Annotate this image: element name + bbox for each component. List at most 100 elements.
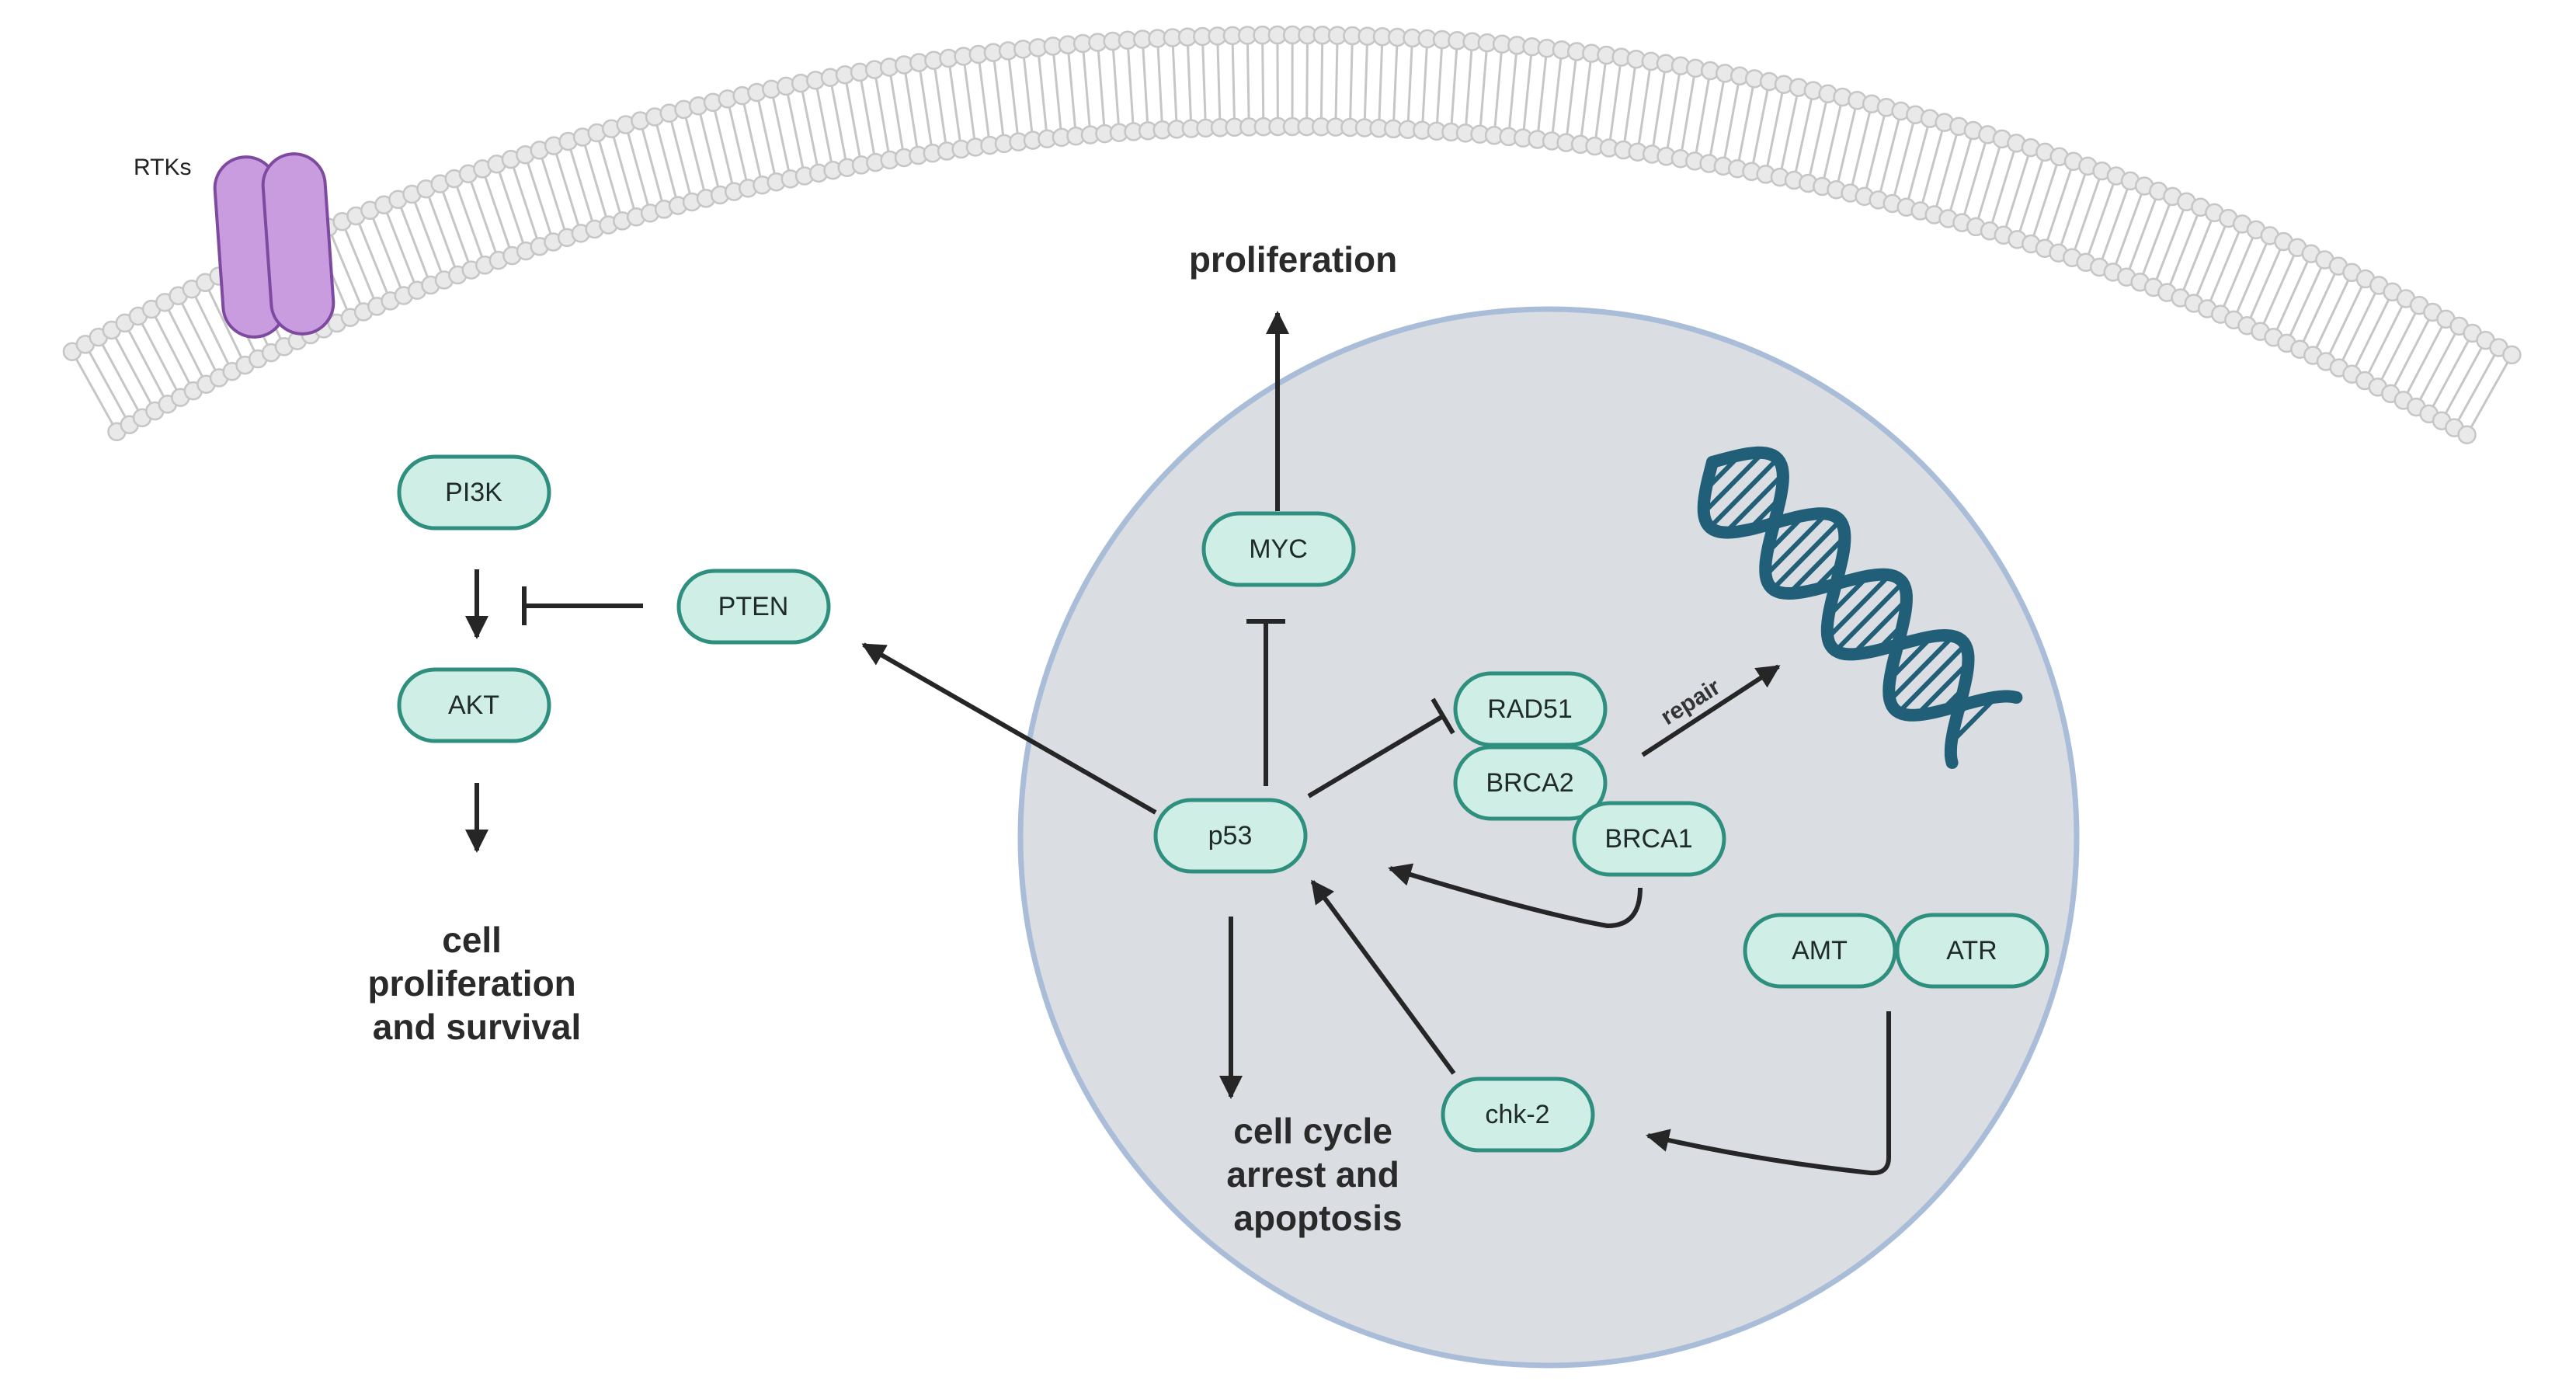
lipid-tail: [1580, 53, 1593, 139]
node-brca2-label: BRCA2: [1486, 768, 1573, 798]
lipid-tail: [962, 56, 976, 141]
lipid-tail: [2046, 161, 2075, 243]
node-pten: PTEN: [676, 569, 831, 645]
lipid-tail: [1623, 58, 1638, 144]
lipid-tail: [1261, 35, 1265, 121]
lipid-tail: [2301, 265, 2340, 345]
lipid-tail: [977, 54, 990, 140]
lipid-tail: [1421, 38, 1429, 124]
lipid-tail: [2127, 190, 2160, 272]
node-chk2-label: chk-2: [1485, 1100, 1549, 1129]
lipid-tail: [1141, 39, 1149, 125]
lipid-tail: [770, 89, 791, 173]
lipid-tail: [1907, 118, 1931, 202]
lipid-tail: [1808, 93, 1830, 178]
lipid-tail: [873, 69, 890, 155]
lipid-tail: [97, 336, 141, 413]
lipid-tail: [2456, 346, 2500, 423]
lipid-tail: [190, 288, 231, 367]
lipid-tail: [1935, 126, 1960, 210]
node-akt-label: AKT: [448, 691, 499, 720]
dna-strand: [1706, 446, 2023, 722]
lipid-tail: [1435, 39, 1444, 125]
lipid-tail: [2314, 272, 2353, 350]
lipid-tail: [1066, 44, 1077, 130]
outcome-survival-line-3: and survival: [373, 1007, 581, 1047]
lipid-tail: [1021, 49, 1034, 134]
lipid-tail: [2235, 235, 2272, 315]
lipid-tail: [1378, 37, 1384, 123]
lipid-tail: [1096, 42, 1106, 128]
lipid-tail: [1493, 43, 1504, 130]
lipid-tail: [411, 193, 443, 275]
lipid-tail: [784, 85, 805, 170]
lipid-tail: [638, 120, 664, 204]
lipid-tail: [2469, 354, 2513, 430]
node-myc-label: MYC: [1249, 534, 1308, 564]
lipid-tail: [2366, 297, 2407, 376]
lipid-tail: [2032, 156, 2061, 238]
lipid-tail: [1479, 43, 1489, 128]
lipid-tail: [1551, 50, 1563, 135]
lipid-tail: [369, 210, 403, 290]
outcome-arrest-line-2: arrest and: [1226, 1154, 1399, 1195]
dna-base-pair: [1851, 598, 1909, 656]
lipid-tail: [177, 295, 217, 373]
lipid-tail: [2018, 151, 2046, 235]
lipid-tail: [110, 329, 153, 406]
edge-p53-pten: [861, 642, 1157, 815]
rtk-receptor: RTKs: [134, 152, 335, 339]
lipid-tail: [2114, 185, 2146, 267]
lipid-head: [2457, 425, 2477, 444]
lipid-tail: [1156, 38, 1163, 124]
lipid-tail: [1695, 70, 1712, 155]
lipid-tail: [932, 60, 947, 145]
node-pten-label: PTEN: [718, 592, 789, 621]
lipid-tail: [1879, 110, 1903, 194]
lipid-tail: [1126, 40, 1135, 126]
lipid-tail: [799, 82, 819, 168]
dna-base-pair: [1708, 457, 1780, 530]
lipid-tail: [755, 92, 777, 176]
lipid-tail: [1186, 37, 1193, 123]
lipid-tail: [467, 173, 498, 256]
lipid-tail: [150, 308, 192, 386]
lipid-tail: [2208, 223, 2244, 304]
rtks-label: RTKs: [134, 155, 191, 180]
lipid-tail: [425, 188, 457, 270]
lipid-tail: [1949, 130, 1975, 214]
lipid-tail: [1363, 36, 1369, 122]
outcome-survival-line-1: cell: [442, 920, 502, 960]
lipid-tail: [163, 301, 205, 380]
lipid-tail: [1349, 35, 1354, 122]
dna-double-helix-icon: [1697, 446, 2023, 769]
node-p53-label: p53: [1208, 821, 1253, 851]
dna-base-pair: [1826, 573, 1892, 640]
lipid-tail: [382, 204, 416, 285]
lipid-tail: [2087, 175, 2118, 257]
lipid-tail: [843, 75, 862, 159]
lipid-tail: [481, 168, 512, 250]
lipid-tail: [1052, 46, 1062, 132]
dna-base-pair: [1914, 661, 1970, 717]
lipid-tail: [1171, 37, 1178, 123]
cell-membrane: [62, 25, 2522, 444]
lipid-tail: [1450, 40, 1458, 127]
dna-base-pair: [1888, 634, 1955, 702]
lipid-tail: [697, 105, 720, 190]
lipid-tail: [2181, 212, 2216, 293]
lipid-tail: [711, 102, 734, 186]
lipid-tail: [84, 343, 128, 420]
lipid-tail: [581, 137, 608, 220]
lipid-tail: [1522, 47, 1534, 132]
outcome-survival: cell proliferation and survival: [367, 920, 586, 1047]
lipid-tail: [1780, 87, 1800, 172]
edge-p53-inhibits-myc: [1246, 619, 1285, 786]
lipid-tail: [495, 163, 525, 246]
lipid-tail: [1111, 40, 1120, 127]
lipid-tail: [1566, 51, 1578, 137]
lipid-tail: [1865, 106, 1888, 191]
lipid-tail: [2288, 259, 2326, 339]
lipid-tail: [2195, 217, 2230, 298]
edge-brca1-p53: [1388, 863, 1643, 929]
